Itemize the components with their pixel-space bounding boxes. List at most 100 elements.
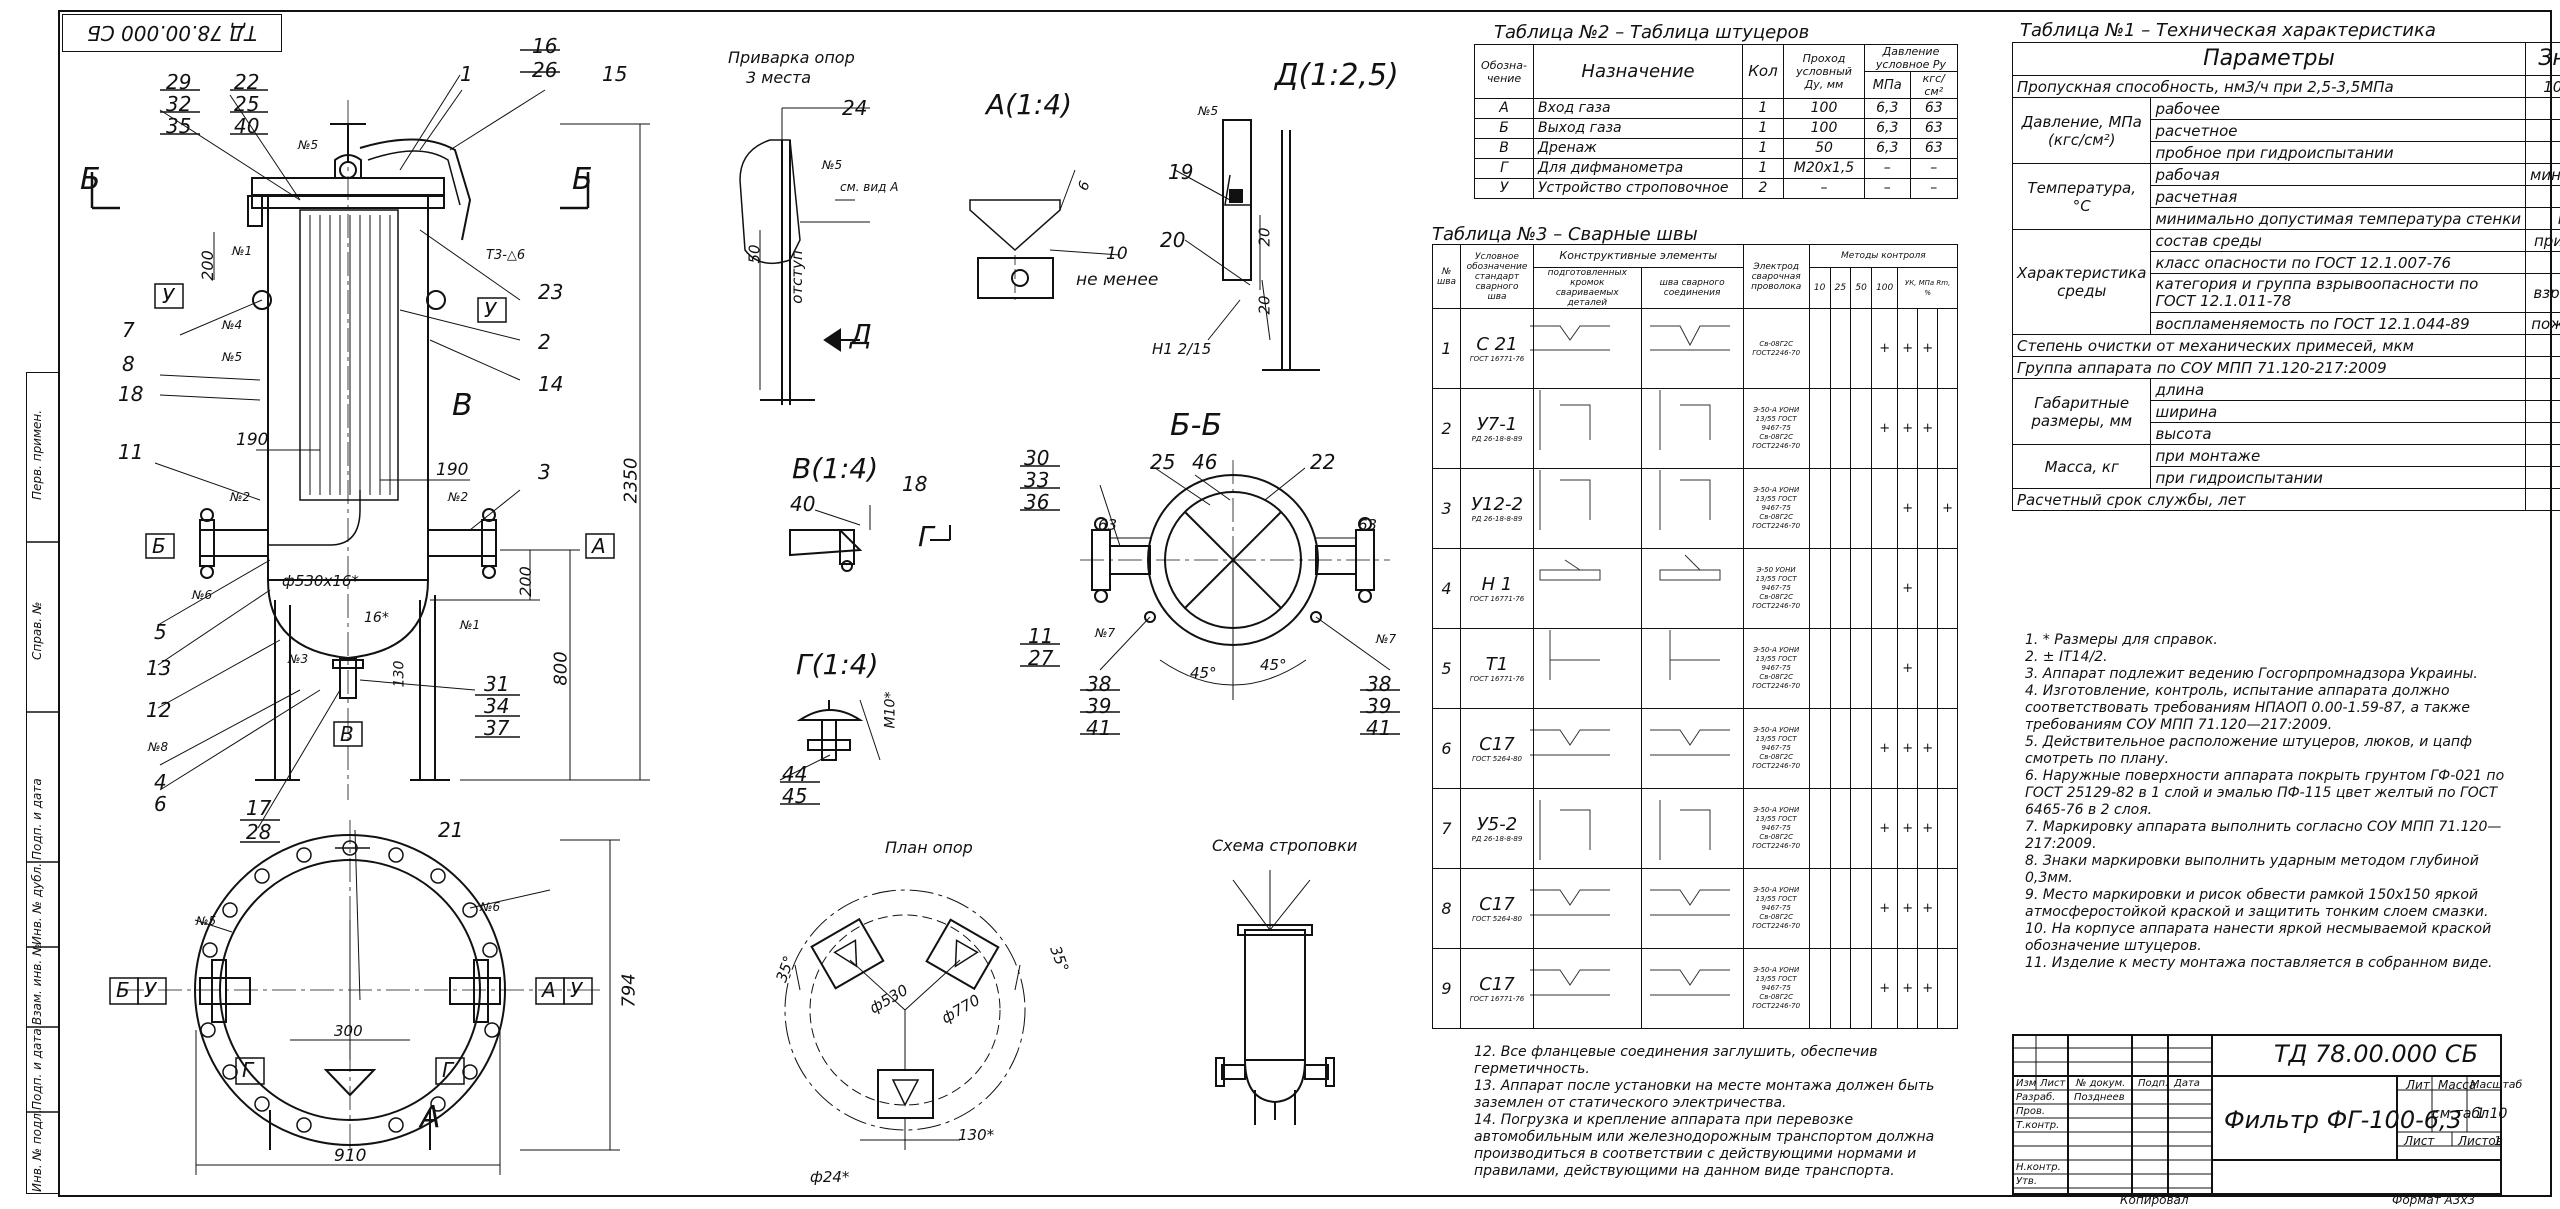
- t2-cell: 63: [1909, 118, 1958, 139]
- dim-190a: 190: [236, 430, 269, 450]
- t3-mark: [1937, 868, 1958, 949]
- t3-mark: +: [1897, 388, 1919, 469]
- t3-mark: +: [1871, 308, 1899, 389]
- dim-200b: 200: [515, 566, 535, 597]
- t2-cell: 1: [1742, 118, 1784, 139]
- t3-mark: [1850, 468, 1873, 549]
- t1-value: 770: [2524, 444, 2560, 467]
- t3-seam-sketch: [1640, 708, 1744, 789]
- dim-otstup: отступ: [787, 250, 806, 304]
- note-item: 3. Аппарат подлежит ведению Госгорпромна…: [2025, 666, 2478, 682]
- tb-ndoc: № докум.: [2076, 1078, 2126, 1089]
- table3-welds: № шва Условное обозначение стандарт свар…: [1431, 244, 1959, 1029]
- t2-h-kgs: кгс/см²: [1909, 71, 1958, 99]
- tb-mass-value: см.табл: [2432, 1106, 2490, 1122]
- t2-cell: 1: [1742, 138, 1784, 159]
- t2-cell: –: [1909, 178, 1958, 199]
- callout-41a: 41: [1086, 716, 1112, 740]
- mark-n5e: №5: [196, 914, 217, 928]
- mark-n5d: №5: [1198, 104, 1219, 118]
- callout-8: 8: [122, 352, 135, 376]
- t1-param: расчетная: [2150, 185, 2526, 208]
- letter-u-plan-right: У: [570, 978, 583, 1002]
- note-item: 4. Изготовление, контроль, испытание апп…: [2025, 683, 2470, 733]
- mark-n7: №7: [1095, 626, 1116, 640]
- t1-param: воспламеняемость по ГОСТ 12.1.044-89: [2150, 312, 2526, 335]
- t2-h-du: Проход условный Ду, мм: [1783, 44, 1865, 99]
- t1-value: взрывоопасная: [2524, 273, 2560, 313]
- t3-h-seam: шва сварного соединения: [1640, 267, 1744, 309]
- callout-14: 14: [538, 372, 564, 396]
- letter-u-left: У: [162, 284, 175, 308]
- t1-value: 7,9(79): [2524, 141, 2560, 164]
- t3-weld-code: С17: [1479, 734, 1515, 755]
- t3-h-control: Методы контроля: [1808, 244, 1959, 268]
- t2-cell: 1: [1742, 158, 1784, 179]
- tb-scale: Масштаб: [2470, 1078, 2523, 1091]
- callout-34: 34: [484, 694, 510, 718]
- dim-530x16: ф530x16*: [282, 572, 359, 590]
- letter-a-plan: А: [542, 978, 556, 1002]
- sling-scheme-title: Схема строповки: [1212, 836, 1358, 855]
- table-row: при гидроиспытании1060: [2013, 466, 2560, 489]
- callout-13: 13: [146, 656, 172, 680]
- t3-weld-std: РД 26-18-8-89: [1471, 435, 1523, 443]
- t3-mark: [1850, 708, 1873, 789]
- dim-t3: Т3-△6: [486, 248, 526, 263]
- t1-value: 4: [2524, 251, 2560, 274]
- callout-41b: 41: [1366, 716, 1392, 740]
- t3-electrode: Св-08Г2С ГОСТ2246-70: [1742, 308, 1810, 389]
- t3-mark: [1808, 948, 1831, 1029]
- table-row: расчетное6,3(63): [2013, 119, 2560, 142]
- callout-11: 11: [118, 440, 144, 464]
- support-weld-detail: [739, 107, 870, 405]
- tb-razrab-name: Позднеев: [2074, 1092, 2125, 1103]
- t3-weld-std: РД 26-18-8-89: [1471, 835, 1523, 843]
- t2-h-ru: Давление условное Ру: [1864, 44, 1958, 72]
- t2-cell: 2: [1742, 178, 1784, 199]
- tb-izm: Изм: [2016, 1078, 2037, 1089]
- t1-group: Температура, °С: [2011, 163, 2152, 230]
- t2-h-mpa: МПа: [1864, 71, 1911, 99]
- t3-mark: [1937, 308, 1958, 389]
- support-plan-title: План опор: [885, 838, 973, 857]
- t3-weld-std: ГОСТ 16771-76: [1469, 355, 1525, 363]
- t3-mark: +: [1917, 308, 1939, 389]
- mark-n6b: №6: [480, 900, 501, 914]
- t3-weld-std: ГОСТ 5264-80: [1471, 915, 1523, 923]
- dim-190b: 190: [436, 460, 469, 480]
- dim-p130: 130*: [958, 1126, 995, 1144]
- table3-title: Таблица №3 – Сварные швы: [1432, 224, 1698, 245]
- note-item: 7. Маркировку аппарата выполнить согласн…: [2025, 819, 2502, 852]
- t3-mark: +: [1917, 868, 1939, 949]
- callout-22b: 22: [1310, 450, 1336, 474]
- t3-h-c50: 50: [1850, 267, 1873, 309]
- t2-cell: –: [1864, 158, 1911, 179]
- notes-12-14: 12. Все фланцевые соединения заглушить, …: [1474, 1044, 1974, 1180]
- t1-param: минимально допустимая температура стенки: [2150, 207, 2526, 230]
- t3-num: 6: [1431, 708, 1462, 789]
- letter-g-plan-left: Г: [242, 1058, 254, 1082]
- t3-mark: +: [1897, 468, 1919, 549]
- t1-value: природный газ: [2524, 229, 2560, 252]
- dim-50: 50: [745, 244, 764, 264]
- t3-mark: +: [1897, 788, 1919, 869]
- view-v-detail: [789, 505, 951, 572]
- t1-value: 6,3(63): [2524, 97, 2560, 120]
- t3-num: 9: [1431, 948, 1462, 1029]
- t1-value: 794: [2524, 400, 2560, 423]
- t1-param: высота: [2150, 422, 2526, 445]
- t3-mark: [1829, 868, 1852, 949]
- t3-mark: +: [1897, 548, 1919, 629]
- table-row: воспламеняемость по ГОСТ 12.1.044-89пожа…: [2013, 312, 2560, 335]
- t3-mark: [1829, 388, 1852, 469]
- t3-mark: +: [1871, 708, 1899, 789]
- t1-param: Расчетный срок службы, лет: [2012, 488, 2526, 511]
- tb-list: Лист: [2040, 1078, 2066, 1089]
